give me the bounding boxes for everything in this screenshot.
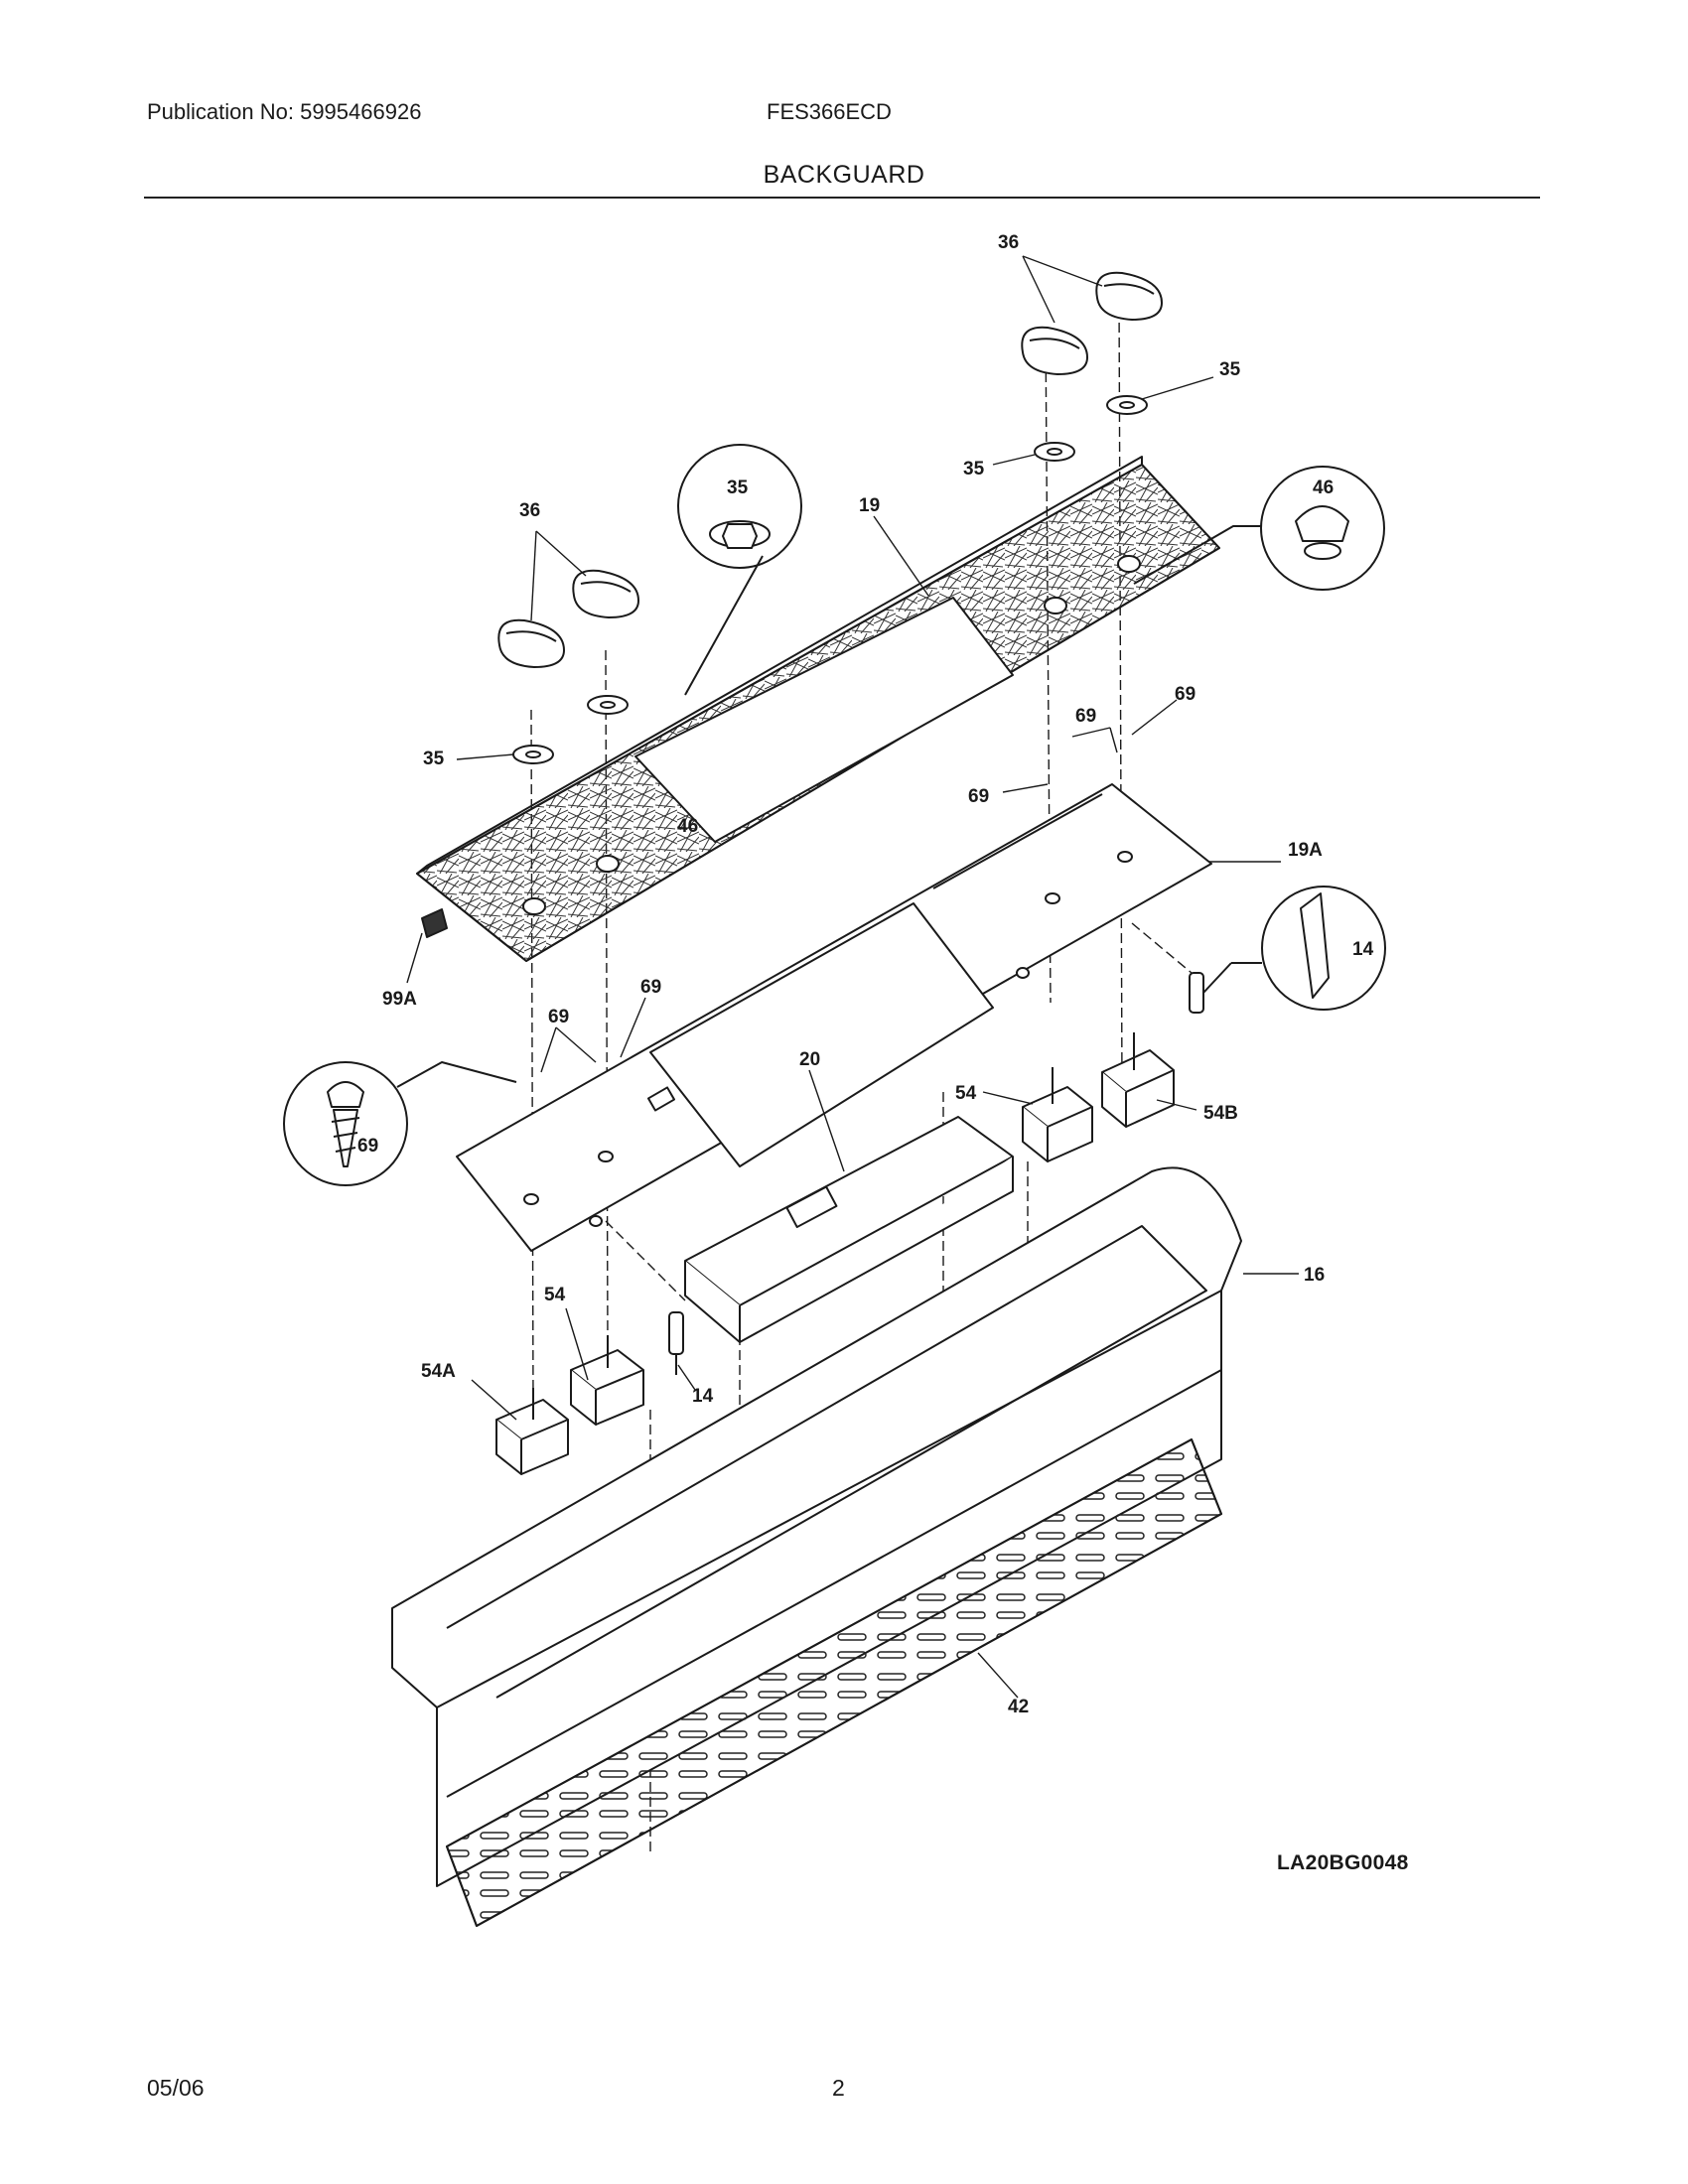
inset-lamp-14 <box>1202 886 1386 1011</box>
label-69-c: 69 <box>968 786 989 807</box>
header-rule <box>144 197 1540 199</box>
page-number: 2 <box>832 2075 845 2101</box>
part-labels: 36 35 35 36 35 35 19 46 46 69 69 69 19A … <box>357 232 1374 1717</box>
label-36-left: 36 <box>519 500 540 521</box>
label-54-right: 54 <box>955 1083 977 1104</box>
label-20: 20 <box>799 1049 820 1070</box>
label-54a: 54A <box>421 1361 456 1382</box>
label-46-panel: 46 <box>677 816 698 837</box>
leader-lines <box>406 255 1299 1699</box>
label-35-right-left: 35 <box>963 459 985 479</box>
label-69-b: 69 <box>1175 684 1196 705</box>
label-19a: 19A <box>1288 840 1323 861</box>
knob-icon <box>497 569 639 668</box>
label-54-left: 54 <box>544 1285 566 1305</box>
vent-trim <box>446 1438 1222 1927</box>
seal-icon <box>512 695 629 764</box>
label-35-inset: 35 <box>727 478 749 498</box>
label-14-lower: 14 <box>692 1386 714 1407</box>
lamp-holder-icon <box>668 972 1204 1375</box>
label-46-inset: 46 <box>1313 478 1334 498</box>
backguard-housing <box>391 1166 1242 1887</box>
panel-bracket <box>456 783 1212 1252</box>
label-99a: 99A <box>382 989 417 1010</box>
switch-icon <box>495 1335 644 1475</box>
label-69-a: 69 <box>1075 706 1096 727</box>
label-19: 19 <box>859 495 880 516</box>
label-35-right-top: 35 <box>1219 359 1241 380</box>
label-42: 42 <box>1008 1697 1029 1717</box>
drawing-code: LA20BG0048 <box>1277 1851 1409 1874</box>
electronic-control-board <box>684 1116 1014 1343</box>
knob-icon <box>1021 271 1163 375</box>
publication-number: Publication No: 5995466926 <box>147 99 422 124</box>
inset-clip-46 <box>1133 466 1385 591</box>
publication-date: 05/06 <box>147 2075 205 2101</box>
label-69-e: 69 <box>640 977 661 998</box>
inset-screw-69 <box>283 1061 517 1186</box>
model-number: FES366ECD <box>767 99 892 124</box>
label-16: 16 <box>1304 1265 1325 1286</box>
label-35-left: 35 <box>423 749 445 769</box>
label-54b: 54B <box>1203 1103 1238 1124</box>
control-panel-overlay <box>416 456 1220 962</box>
label-14-inset: 14 <box>1352 939 1374 960</box>
switch-icon <box>1022 1032 1175 1162</box>
label-36-right: 36 <box>998 232 1019 253</box>
label-69-inset: 69 <box>357 1136 378 1157</box>
seal-icon <box>1034 395 1148 462</box>
inset-seal-35 <box>677 444 802 696</box>
label-69-d: 69 <box>548 1007 569 1027</box>
section-title: BACKGUARD <box>763 161 925 189</box>
